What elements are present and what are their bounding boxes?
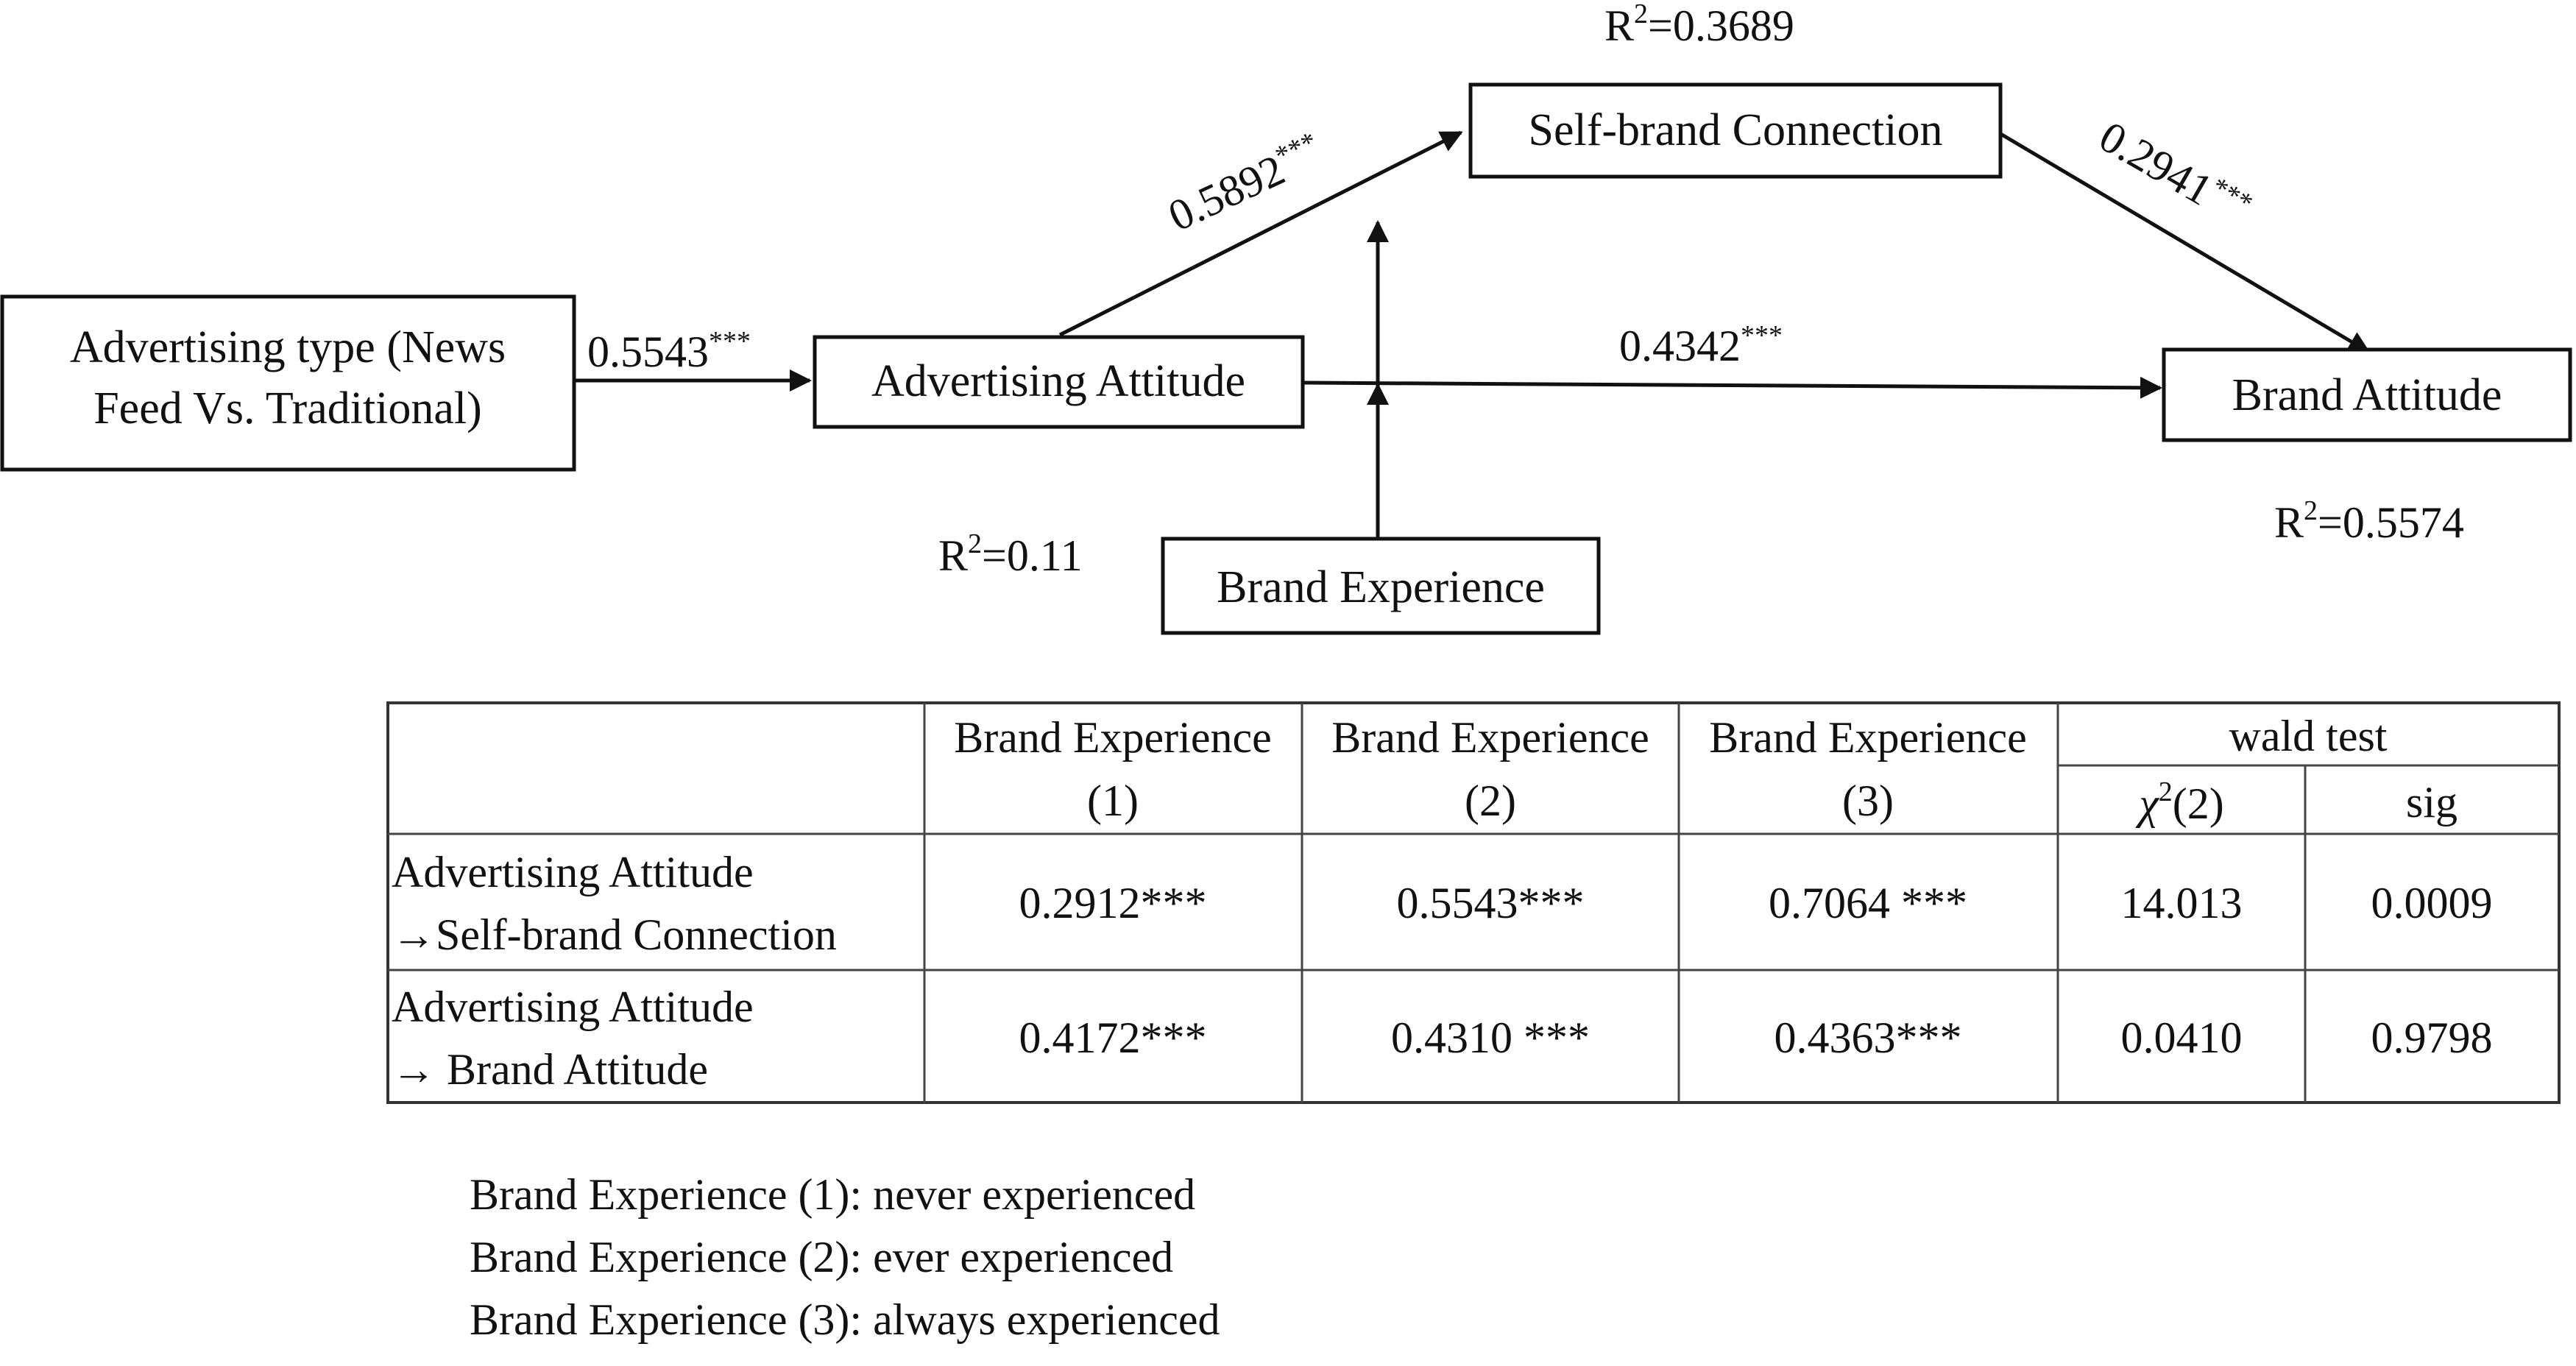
r2-self-brand: R2=0.3689 bbox=[1604, 0, 1794, 50]
table-header-wald-test: wald test bbox=[2229, 712, 2388, 760]
node-brand-experience-label: Brand Experience bbox=[1217, 562, 1545, 612]
note-be2: Brand Experience (2): ever experienced bbox=[470, 1233, 1173, 1281]
note-be3: Brand Experience (3): always experienced bbox=[470, 1295, 1220, 1344]
edge-label-self-to-brand: 0.2941*** bbox=[2092, 110, 2258, 236]
node-brand-attitude: Brand Attitude bbox=[2162, 347, 2572, 442]
node-advertising-type-line1: Advertising type (News bbox=[70, 322, 506, 372]
edge-label-attitude-to-self: 0.5892*** bbox=[1161, 126, 1330, 240]
node-brand-experience: Brand Experience bbox=[1161, 537, 1601, 635]
table-header-be3-line2: (3) bbox=[1842, 776, 1894, 825]
table-header-be1-line2: (1) bbox=[1087, 776, 1139, 825]
table-row1-label-line1: Advertising Attitude bbox=[392, 848, 754, 896]
table-row2-chi: 0.0410 bbox=[2121, 1013, 2243, 1062]
table-row2-label-line1: Advertising Attitude bbox=[392, 983, 754, 1031]
table-row2-be3: 0.4363*** bbox=[1774, 1013, 1962, 1062]
table-row1-sig: 0.0009 bbox=[2371, 879, 2493, 927]
table-header-be3-line1: Brand Experience bbox=[1709, 713, 2026, 762]
table-header-be2-line2: (2) bbox=[1465, 776, 1516, 825]
table-header-sig: sig bbox=[2406, 778, 2458, 827]
table-row1-be2: 0.5543*** bbox=[1397, 879, 1585, 927]
note-be1: Brand Experience (1): never experienced bbox=[470, 1170, 1195, 1219]
edge-label-type-to-attitude: 0.5543*** bbox=[587, 326, 751, 376]
node-self-brand-connection-label: Self-brand Connection bbox=[1528, 105, 1942, 155]
node-advertising-attitude: Advertising Attitude bbox=[813, 335, 1305, 429]
table-row1-label-line2: →Self-brand Connection bbox=[392, 910, 837, 959]
node-self-brand-connection: Self-brand Connection bbox=[1468, 82, 2003, 179]
moderation-table: Brand Experience (1) Brand Experience (2… bbox=[386, 701, 2561, 1104]
node-advertising-type: Advertising type (News Feed Vs. Traditio… bbox=[0, 294, 576, 472]
edge-self-to-brand bbox=[1997, 130, 2371, 354]
r2-ad-attitude: R2=0.11 bbox=[938, 528, 1083, 580]
table-header-be2-line1: Brand Experience bbox=[1331, 713, 1649, 762]
table-row2-be2: 0.4310 *** bbox=[1391, 1013, 1590, 1062]
legend-notes: Brand Experience (1): never experienced … bbox=[470, 1170, 1220, 1344]
table-row2-label-line2: → Brand Attitude bbox=[392, 1045, 708, 1094]
edge-attitude-to-brand bbox=[1302, 376, 2162, 399]
node-brand-attitude-label: Brand Attitude bbox=[2232, 370, 2502, 420]
table-row1-be3: 0.7064 *** bbox=[1769, 879, 1967, 927]
node-advertising-type-line2: Feed Vs. Traditional) bbox=[93, 383, 482, 433]
table-header-be1-line1: Brand Experience bbox=[954, 713, 1271, 762]
table-row1-be1: 0.2912*** bbox=[1019, 879, 1207, 927]
table-row2-sig: 0.9798 bbox=[2371, 1013, 2493, 1062]
r2-brand-attitude: R2=0.5574 bbox=[2274, 495, 2464, 547]
table-row2-be1: 0.4172*** bbox=[1019, 1013, 1207, 1062]
edge-label-attitude-to-brand: 0.4342*** bbox=[1619, 320, 1783, 370]
edge-attitude-to-self bbox=[1058, 130, 1463, 337]
table-row1-chi: 14.013 bbox=[2121, 879, 2243, 927]
node-advertising-attitude-label: Advertising Attitude bbox=[871, 356, 1245, 406]
table-header-chi-square: χ2(2) bbox=[2135, 776, 2223, 828]
